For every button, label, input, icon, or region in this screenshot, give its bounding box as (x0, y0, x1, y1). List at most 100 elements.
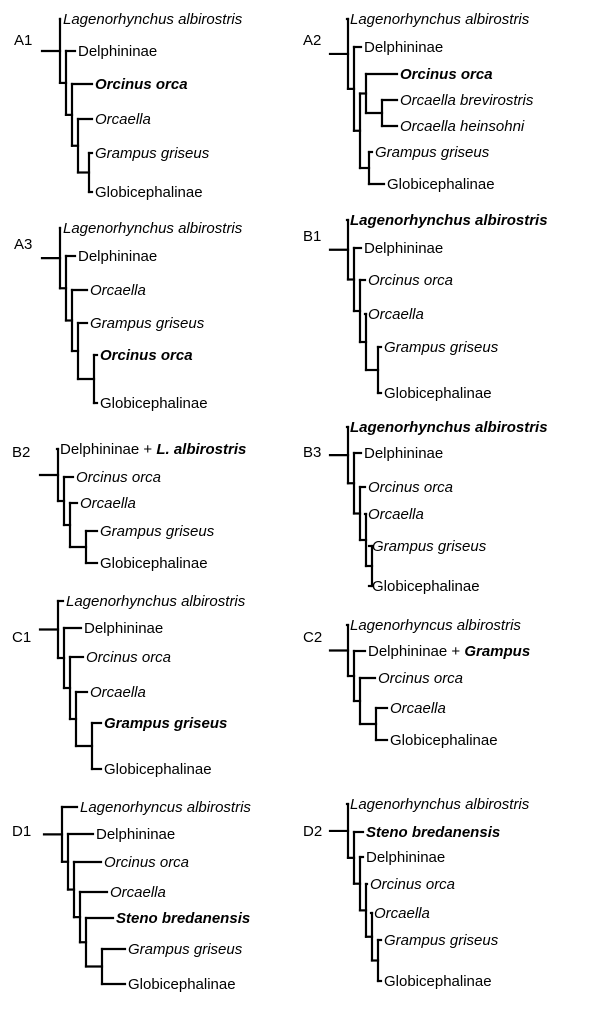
tree-panel-d1: D1 Lagenorhyncus albirostrisDelphininaeOr… (12, 799, 251, 993)
tip-label: Globicephalinae (384, 973, 492, 990)
tip-label-text: Orcinus orca (368, 272, 453, 289)
tip-label-text: Orcinus orca (100, 347, 193, 364)
tip-label: Orcaella (368, 506, 424, 523)
tip-label-text: Globicephalinae (100, 395, 208, 412)
tip-label: Grampus griseus (100, 523, 215, 540)
tip-label: Lagenorhynchus albirostris (63, 220, 243, 237)
panel-label: A1 (14, 32, 32, 49)
tip-label-text: Delphininae + (368, 643, 464, 660)
tip-label: Lagenorhynchus albirostris (63, 11, 243, 28)
tip-label: Orcinus orca (400, 66, 493, 83)
tip-label-text: Grampus griseus (128, 941, 243, 958)
tip-label: Delphininae (364, 445, 443, 462)
tip-label-text: Grampus griseus (375, 144, 490, 161)
tip-label-text: Grampus griseus (384, 932, 499, 949)
tip-label: Orcaella (110, 884, 166, 901)
tip-label: Delphininae (78, 43, 157, 60)
tip-label-text: Orcaella (368, 306, 424, 323)
tip-label-text: Grampus griseus (95, 145, 210, 162)
tip-label-text: Orcaella (390, 700, 446, 717)
tip-label: Delphininae (364, 240, 443, 257)
tree-panel-a2: A2 Lagenorhynchus albirostrisDelphininaeO… (303, 11, 534, 193)
tip-label: Steno bredanensis (366, 824, 500, 841)
tip-label: Grampus griseus (95, 145, 210, 162)
tip-label-text: Orcaella (374, 905, 430, 922)
tip-label-text: Globicephalinae (95, 184, 203, 201)
tip-label-text: Orcaella (95, 111, 151, 128)
tip-label: Orcaella (368, 306, 424, 323)
tip-label-text: Globicephalinae (372, 578, 480, 595)
tip-label-text: Grampus griseus (372, 538, 487, 555)
tip-label-text: Lagenorhynchus albirostris (350, 11, 530, 28)
tip-label: Grampus griseus (384, 339, 499, 356)
tip-label: Lagenorhyncus albirostris (350, 617, 521, 634)
tip-label-text: Orcaella heinsohni (400, 118, 525, 135)
tip-label-text: Globicephalinae (104, 761, 212, 778)
tip-label: Orcinus orca (368, 272, 453, 289)
panel-label: B3 (303, 444, 321, 461)
panel-label: A3 (14, 236, 32, 253)
tip-label-text: Grampus griseus (384, 339, 499, 356)
tip-label: Globicephalinae (384, 385, 492, 402)
tip-label: Grampus griseus (90, 315, 205, 332)
tip-label-text: Globicephalinae (390, 732, 498, 749)
tip-label: Orcaella (390, 700, 446, 717)
tip-label: Delphininae (364, 39, 443, 56)
tip-label: Lagenorhynchus albirostris (350, 796, 530, 813)
tip-label-text: Delphininae (364, 39, 443, 56)
tree-panel-a3: A3 Lagenorhynchus albirostrisDelphininaeO… (14, 220, 243, 412)
tip-label-text: Orcinus orca (104, 854, 189, 871)
tip-label-text: Orcaella (90, 282, 146, 299)
tip-label: Orcaella (374, 905, 430, 922)
panel-label: D1 (12, 823, 31, 840)
tip-label-text: Delphininae (78, 248, 157, 265)
tip-label-text: Orcinus orca (76, 469, 161, 486)
tip-label: Orcinus orca (370, 876, 455, 893)
tip-label: Lagenorhynchus albirostris (350, 11, 530, 28)
tip-label-text: Orcinus orca (95, 76, 188, 93)
tree-panel-b1: B1 Lagenorhynchus albirostrisDelphininaeO… (303, 212, 548, 402)
tip-label: Lagenorhynchus albirostris (350, 419, 548, 436)
tip-label: Globicephalinae (95, 184, 203, 201)
tip-label-text: Delphininae + (60, 441, 156, 458)
panel-label: B2 (12, 444, 30, 461)
tip-label: Orcinus orca (378, 670, 463, 687)
tip-label-text: Steno bredanensis (116, 910, 250, 927)
tip-label: Delphininae (96, 826, 175, 843)
tip-label: Grampus griseus (384, 932, 499, 949)
panel-label: C1 (12, 629, 31, 646)
tip-label: Orcaella brevirostris (400, 92, 534, 109)
tip-label: Globicephalinae (100, 555, 208, 572)
tip-label-text: Grampus griseus (90, 315, 205, 332)
tip-label: Lagenorhynchus albirostris (66, 593, 246, 610)
tip-label-text: Orcinus orca (370, 876, 455, 893)
tree-panel-b3: B3 Lagenorhynchus albirostrisDelphininaeO… (303, 419, 548, 595)
tip-label: Globicephalinae (104, 761, 212, 778)
tip-label-text: Lagenorhyncus albirostris (350, 617, 521, 634)
tip-label: Grampus griseus (375, 144, 490, 161)
panel-label: B1 (303, 228, 321, 245)
tip-label: Delphininae + L. albirostris (60, 441, 246, 458)
tip-label-text: Orcaella (90, 684, 146, 701)
panel-label: A2 (303, 32, 321, 49)
tip-label-text: Orcinus orca (400, 66, 493, 83)
tip-label-text: Orcinus orca (378, 670, 463, 687)
tip-label: Globicephalinae (128, 976, 236, 993)
tip-label: Globicephalinae (372, 578, 480, 595)
tip-label: Grampus griseus (128, 941, 243, 958)
tip-label: Lagenorhynchus albirostris (350, 212, 548, 229)
tip-label: Grampus griseus (372, 538, 487, 555)
tip-label: Globicephalinae (387, 176, 495, 193)
tip-label-text: Lagenorhynchus albirostris (350, 419, 548, 436)
tip-label: Steno bredanensis (116, 910, 250, 927)
tip-label: Delphininae + Grampus (368, 643, 530, 660)
tip-label-text: Lagenorhynchus albirostris (63, 220, 243, 237)
tip-label: Orcinus orca (368, 479, 453, 496)
tip-label-text: Lagenorhyncus albirostris (80, 799, 251, 816)
